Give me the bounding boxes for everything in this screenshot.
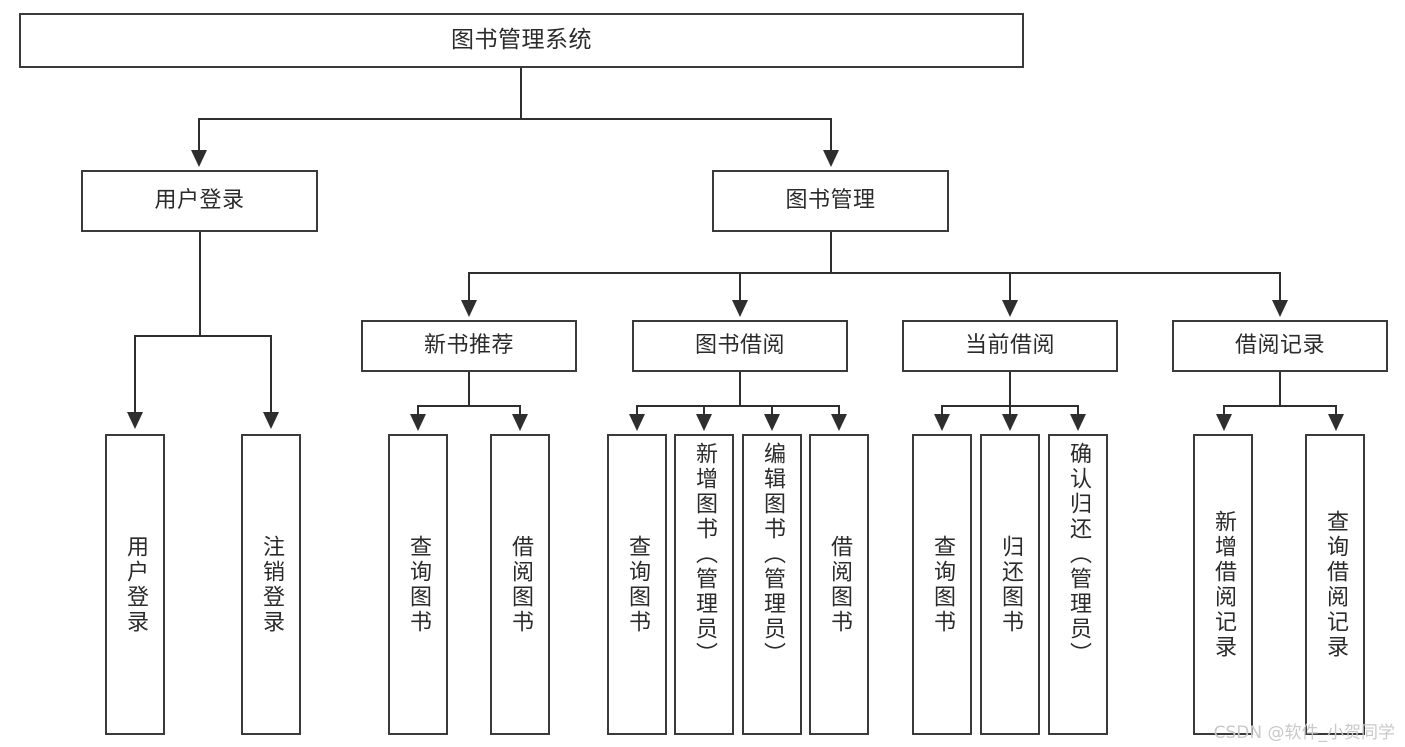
connector-book-borrow-bus [636, 405, 840, 407]
connector-root-stem [520, 68, 522, 118]
connector-book-mgmt-stem [830, 232, 832, 272]
connector-user-login-leaf1 [134, 335, 136, 414]
connector-book-borrow-leaf2 [703, 405, 705, 417]
node-new-book-recommend[interactable]: 新书推荐 [361, 320, 577, 372]
leaf-label: 借阅图书 [827, 534, 852, 635]
connector-book-borrow-leaf3 [771, 405, 773, 417]
connector-borrow-record-leaf2 [1335, 405, 1337, 417]
leaf-label: 查询图书 [406, 534, 431, 635]
leaf-record-add-record[interactable]: 新增借阅记录 [1193, 434, 1253, 735]
connector-current-borrow-leaf1 [941, 405, 943, 417]
arrowhead-new-book-leaf2 [512, 414, 528, 431]
node-book-borrow[interactable]: 图书借阅 [632, 320, 848, 372]
connector-to-new-book [468, 272, 470, 302]
arrowhead-book-borrow-leaf1 [629, 414, 645, 431]
connector-current-borrow-stem [1009, 372, 1011, 405]
connector-to-book-mgmt [830, 118, 832, 153]
leaf-record-query-record[interactable]: 查询借阅记录 [1305, 434, 1365, 735]
node-user-login[interactable]: 用户登录 [81, 170, 318, 232]
arrowhead-user-login [191, 150, 207, 167]
arrowhead-user-login-leaf2 [263, 412, 279, 429]
leaf-label: 确认归还（管理员） [1066, 442, 1091, 667]
arrowhead-book-borrow-leaf2 [696, 414, 712, 431]
arrowhead-current-borrow-leaf1 [934, 414, 950, 431]
arrowhead-book-borrow [732, 300, 748, 317]
connector-to-book-borrow [739, 272, 741, 302]
arrowhead-book-borrow-leaf4 [831, 414, 847, 431]
node-label: 图书借阅 [694, 333, 785, 359]
node-book-management[interactable]: 图书管理 [712, 170, 949, 232]
arrowhead-current-borrow-leaf2 [1002, 414, 1018, 431]
arrowhead-borrow-record-leaf1 [1216, 414, 1232, 431]
leaf-label: 新增图书（管理员） [692, 442, 717, 667]
connector-level3-bus [468, 272, 1280, 274]
leaf-current-return-books[interactable]: 归还图书 [980, 434, 1040, 735]
node-current-borrow[interactable]: 当前借阅 [902, 320, 1118, 372]
node-label: 用户登录 [154, 188, 245, 214]
connector-user-login-leaf2 [270, 335, 272, 414]
leaf-newbook-borrow-books[interactable]: 借阅图书 [490, 434, 550, 735]
leaf-label: 查询图书 [930, 534, 955, 635]
leaf-borrow-query-books[interactable]: 查询图书 [607, 434, 667, 735]
node-label: 图书管理系统 [451, 27, 592, 54]
connector-new-book-stem [468, 372, 470, 405]
leaf-borrow-add-book-admin[interactable]: 新增图书（管理员） [674, 434, 734, 735]
leaf-label: 新增借阅记录 [1211, 509, 1236, 660]
arrowhead-borrow-record [1272, 300, 1288, 317]
node-label: 图书管理 [785, 188, 876, 214]
leaf-label: 编辑图书（管理员） [760, 442, 785, 667]
connector-to-current-borrow [1009, 272, 1011, 302]
arrowhead-new-book [461, 300, 477, 317]
leaf-borrow-borrow-books[interactable]: 借阅图书 [809, 434, 869, 735]
node-label: 新书推荐 [423, 333, 514, 359]
leaf-borrow-edit-book-admin[interactable]: 编辑图书（管理员） [742, 434, 802, 735]
connector-new-book-bus [417, 405, 521, 407]
leaf-user-login[interactable]: 用户登录 [105, 434, 165, 735]
leaf-label: 用户登录 [123, 534, 148, 635]
leaf-newbook-query-books[interactable]: 查询图书 [388, 434, 448, 735]
leaf-label: 借阅图书 [508, 534, 533, 635]
arrowhead-current-borrow [1002, 300, 1018, 317]
connector-current-borrow-leaf2 [1009, 405, 1011, 417]
leaf-label: 注销登录 [259, 534, 284, 635]
connector-to-borrow-record [1279, 272, 1281, 302]
arrowhead-book-mgmt [823, 150, 839, 167]
arrowhead-borrow-record-leaf2 [1328, 414, 1344, 431]
arrowhead-current-borrow-leaf3 [1070, 414, 1086, 431]
watermark-text: CSDN @软件_小贺同学 [1213, 723, 1395, 743]
connector-user-login-bus [134, 335, 272, 337]
connector-borrow-record-bus [1223, 405, 1337, 407]
connector-user-login-stem [199, 232, 201, 335]
leaf-label: 查询借阅记录 [1323, 509, 1348, 660]
connector-current-borrow-leaf3 [1077, 405, 1079, 417]
node-label: 当前借阅 [964, 333, 1055, 359]
connector-level2-bus [198, 118, 832, 120]
node-borrow-record[interactable]: 借阅记录 [1172, 320, 1388, 372]
connector-borrow-record-stem [1279, 372, 1281, 405]
connector-new-book-leaf2 [519, 405, 521, 417]
connector-to-user-login [198, 118, 200, 153]
leaf-user-logout[interactable]: 注销登录 [241, 434, 301, 735]
connector-book-borrow-stem [739, 372, 741, 405]
leaf-label: 归还图书 [998, 534, 1023, 635]
connector-new-book-leaf1 [417, 405, 419, 417]
node-root-system[interactable]: 图书管理系统 [19, 13, 1024, 68]
arrowhead-book-borrow-leaf3 [764, 414, 780, 431]
connector-book-borrow-leaf4 [838, 405, 840, 417]
arrowhead-user-login-leaf1 [127, 412, 143, 429]
leaf-label: 查询图书 [625, 534, 650, 635]
leaf-current-confirm-return-admin[interactable]: 确认归还（管理员） [1048, 434, 1108, 735]
connector-borrow-record-leaf1 [1223, 405, 1225, 417]
connector-book-borrow-leaf1 [636, 405, 638, 417]
node-label: 借阅记录 [1234, 333, 1325, 359]
arrowhead-new-book-leaf1 [410, 414, 426, 431]
leaf-current-query-books[interactable]: 查询图书 [912, 434, 972, 735]
